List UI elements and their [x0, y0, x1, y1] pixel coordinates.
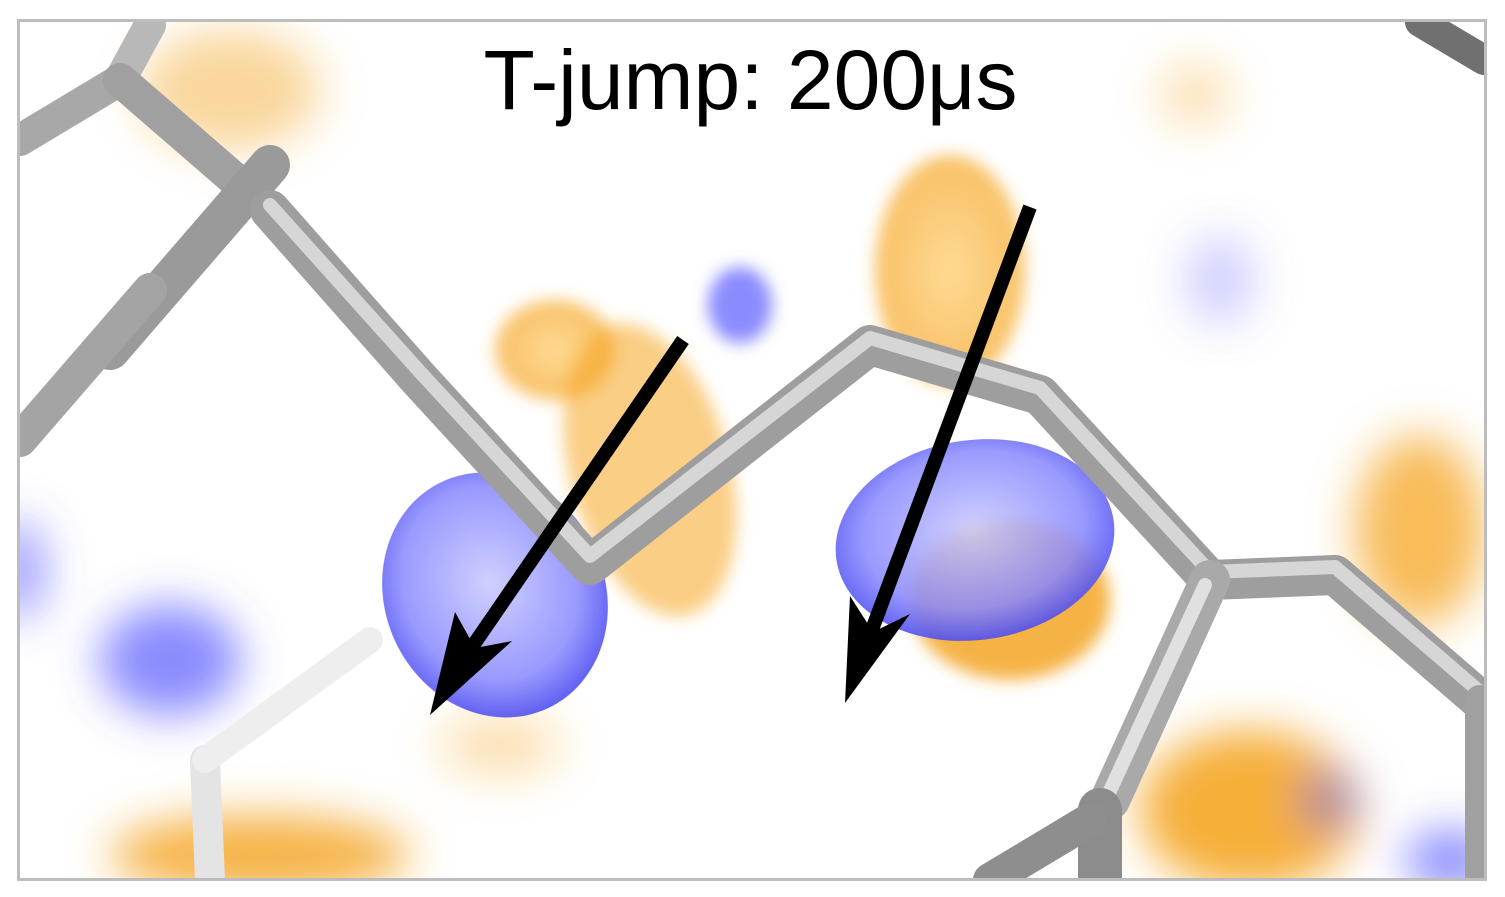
orange-density-blob	[440, 715, 560, 775]
molecule-sticks	[20, 22, 1484, 878]
bond	[20, 64, 136, 156]
orange-density-blob	[110, 815, 410, 878]
orange-density-blob	[1160, 65, 1230, 125]
blue-density-blob	[1405, 830, 1484, 878]
orange-density-blob	[1355, 435, 1484, 625]
bond-faint	[192, 627, 383, 773]
bond	[20, 273, 167, 457]
blue-density-blob	[835, 439, 1115, 641]
bond-chain-highlight	[263, 198, 1484, 699]
bond	[973, 803, 1107, 878]
bond	[1101, 578, 1212, 802]
arrow-right-icon	[845, 204, 1037, 703]
bond-faint	[190, 745, 225, 878]
blue-density-blob	[1300, 770, 1360, 830]
blue-density-blob	[20, 520, 45, 620]
arrow-left-icon	[430, 336, 689, 715]
blue-density-blob	[708, 267, 772, 343]
figure-title: T-jump: 200μs	[483, 33, 1018, 127]
blue-density-blob	[1185, 235, 1255, 325]
orange-density-blob	[1140, 730, 1360, 878]
bond	[1405, 22, 1484, 75]
density-blue-group	[382, 267, 1115, 718]
blue-density-blob	[100, 605, 240, 715]
